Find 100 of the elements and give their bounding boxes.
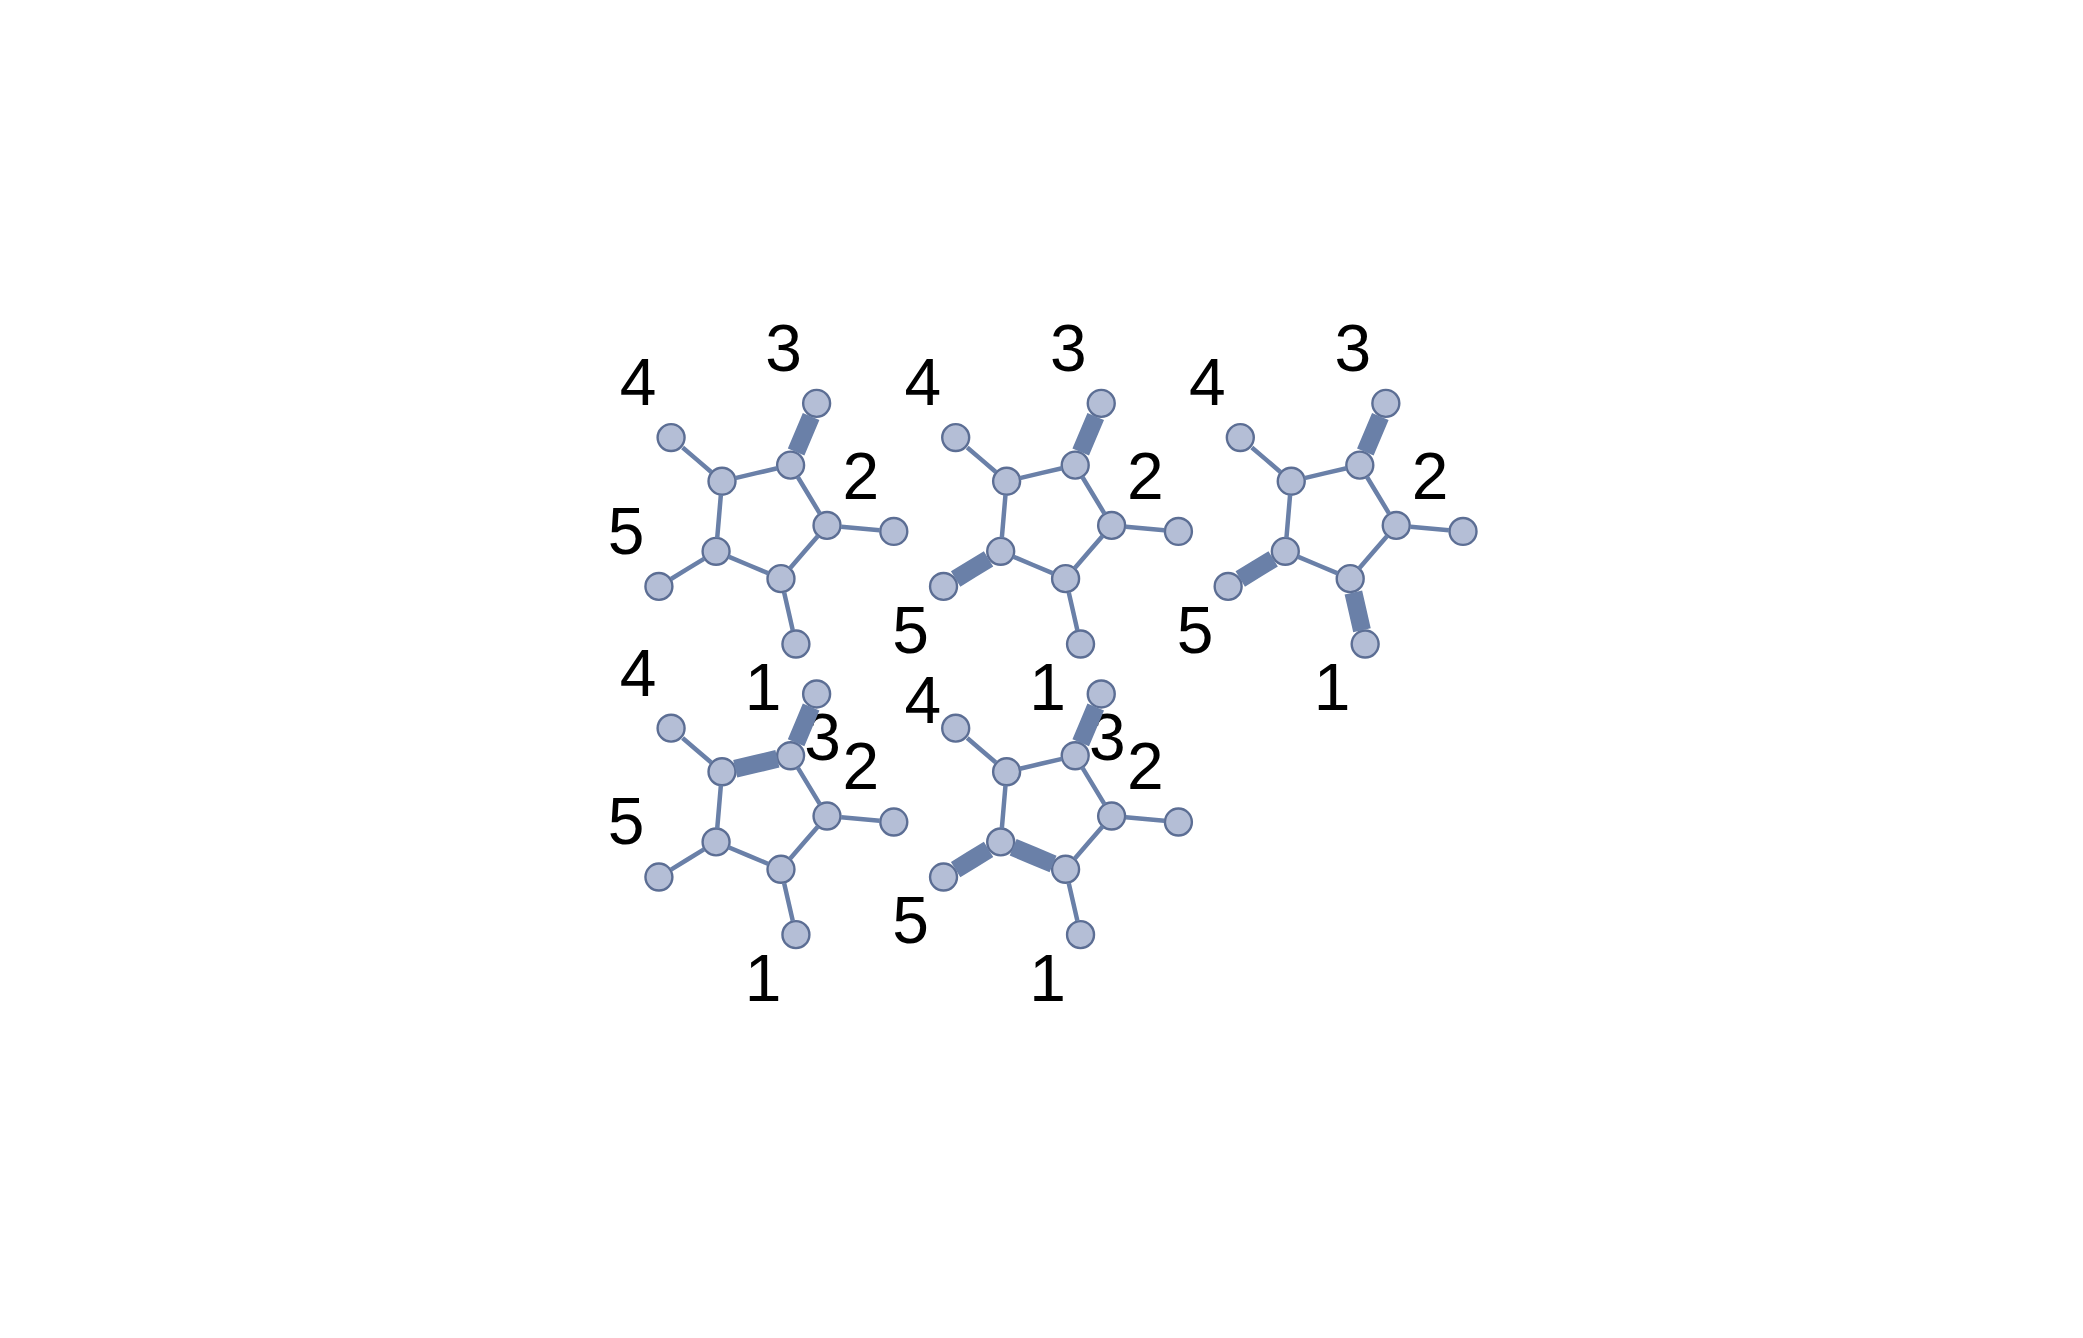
connector	[1357, 534, 1390, 570]
connector	[1357, 413, 1389, 456]
node-circle	[1350, 629, 1380, 659]
connector	[788, 824, 820, 861]
connector	[715, 785, 724, 829]
connector	[669, 556, 706, 581]
connector	[1410, 524, 1450, 533]
connector	[841, 524, 880, 533]
node-circle	[775, 450, 806, 480]
node-circle	[701, 827, 731, 857]
connector	[1009, 838, 1057, 873]
node-circle	[991, 466, 1022, 496]
node-circle	[656, 713, 686, 743]
node-circle	[879, 516, 909, 547]
node-label: 5	[607, 493, 645, 568]
node-label: 1	[1313, 650, 1351, 725]
node-label: 4	[1189, 344, 1226, 419]
connector	[787, 703, 820, 747]
node-circle	[928, 862, 959, 892]
node-label: 2	[842, 729, 880, 804]
node-label: 1	[744, 940, 782, 1015]
connector	[999, 494, 1008, 539]
node-circle	[781, 629, 811, 659]
node-circle	[1096, 510, 1127, 541]
node-circle	[1065, 629, 1096, 659]
node-label: 1	[1029, 650, 1066, 725]
connector	[681, 736, 713, 765]
node-circle	[1448, 516, 1478, 547]
node-label: 5	[1176, 592, 1214, 667]
connector	[1072, 824, 1105, 861]
node-label: 1	[1029, 940, 1066, 1015]
node-circle	[1163, 807, 1194, 837]
node-circle	[1163, 516, 1194, 547]
node-label: 1	[744, 650, 782, 725]
node-label: 2	[842, 438, 880, 513]
node-circle	[1086, 679, 1116, 709]
connector	[727, 554, 770, 576]
node-circle	[1065, 919, 1096, 950]
node-label: 4	[904, 344, 942, 419]
connector	[669, 847, 706, 872]
node-circle	[1060, 741, 1090, 771]
connector	[1250, 445, 1282, 474]
node-label: 2	[1127, 729, 1164, 804]
node-circle	[1345, 450, 1375, 480]
connector	[1125, 815, 1165, 823]
node-label: 2	[1411, 438, 1449, 513]
connector	[1344, 590, 1371, 633]
connector	[1364, 475, 1392, 515]
connector	[1066, 882, 1080, 922]
connector	[1080, 475, 1107, 515]
connector	[1125, 524, 1165, 533]
node-circle	[766, 563, 796, 594]
connector	[795, 475, 822, 515]
connector	[1019, 756, 1063, 771]
connector	[1284, 494, 1293, 539]
connector	[950, 841, 994, 878]
connector	[965, 445, 998, 474]
connector	[1066, 592, 1080, 631]
node-label: 4	[619, 344, 657, 419]
connector	[733, 750, 780, 778]
node-circle	[941, 422, 971, 453]
node-circle	[1213, 571, 1243, 602]
node-circle	[879, 807, 909, 837]
node-circle	[1371, 388, 1401, 419]
node-label: 3	[1049, 310, 1087, 385]
connector	[781, 882, 795, 922]
node-circle	[1335, 563, 1365, 594]
connector	[999, 785, 1008, 829]
node-circle	[1276, 466, 1306, 496]
connector	[1012, 554, 1054, 576]
node-circle	[775, 741, 806, 771]
node-circle	[812, 801, 842, 831]
node-circle	[1225, 422, 1255, 453]
node-circle	[644, 862, 674, 892]
node-circle	[707, 757, 737, 787]
connector	[781, 592, 795, 631]
node-circle	[1096, 801, 1127, 831]
node-circle	[812, 510, 842, 541]
node-circle	[986, 536, 1016, 567]
connector	[1303, 466, 1348, 481]
node-label: 5	[607, 784, 645, 859]
node-circle	[928, 571, 959, 602]
node-circle	[986, 827, 1016, 857]
node-circle	[801, 679, 832, 709]
connector	[841, 815, 880, 823]
node-circle	[801, 388, 832, 419]
connector	[950, 551, 994, 587]
connector	[1296, 554, 1339, 576]
node-circle	[707, 466, 737, 496]
connector	[1072, 534, 1105, 570]
connector	[1235, 551, 1278, 587]
node-circle	[1270, 536, 1300, 567]
connector	[1019, 466, 1063, 481]
node-circle	[1086, 388, 1116, 419]
connector	[787, 413, 820, 456]
connector	[734, 466, 778, 481]
connector	[795, 766, 822, 806]
node-circle	[644, 571, 674, 602]
node-label: 3	[765, 310, 802, 385]
node-circle	[1050, 563, 1081, 594]
